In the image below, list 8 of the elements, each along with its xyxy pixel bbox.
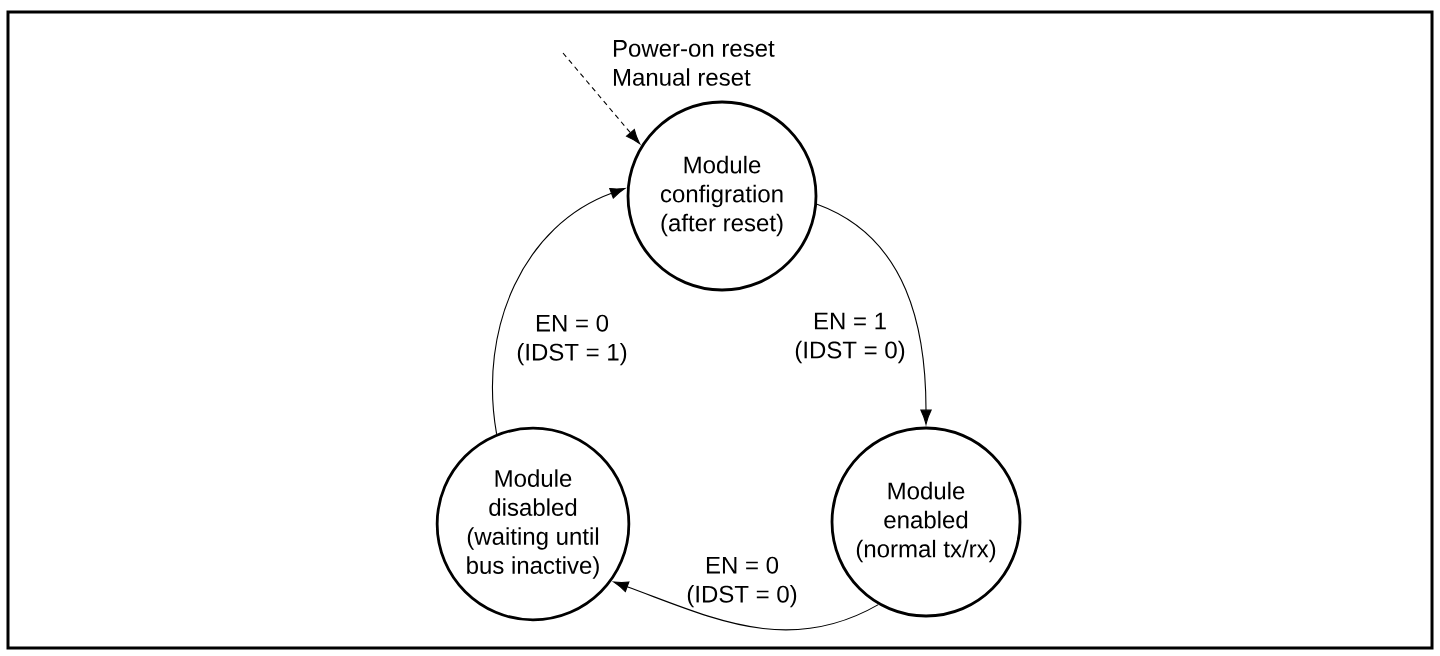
arrow [562,52,641,145]
edge-label: Power-on reset Manual reset [614,40,775,86]
edge-label: EN = 0 (IDST = 0) [687,556,797,608]
edge-label: EN = 1 (IDST = 0) [795,312,905,364]
arrow [491,187,626,435]
arrow [816,203,932,425]
arrow [613,581,879,631]
edge-label: EN = 0 (IDST = 1) [517,314,627,366]
